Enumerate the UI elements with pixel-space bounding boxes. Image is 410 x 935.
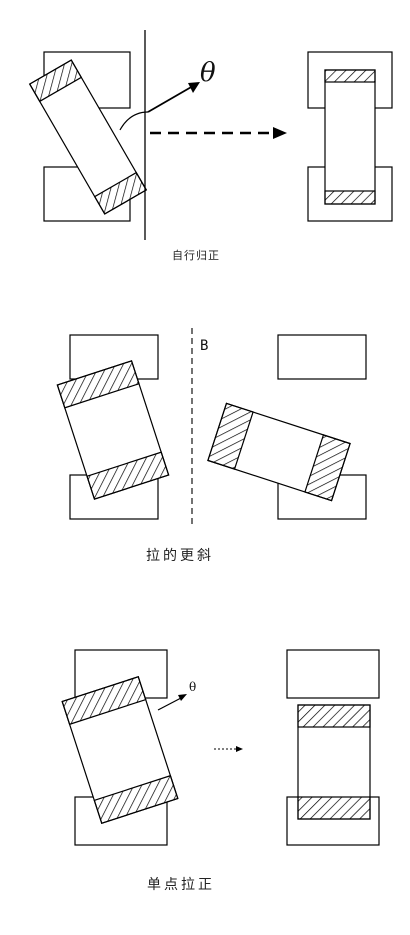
angle-label-theta: θ bbox=[200, 58, 216, 88]
chip-terminal-bottom bbox=[324, 190, 376, 205]
tilted-chip bbox=[28, 59, 148, 215]
angle-arc bbox=[119, 111, 149, 131]
tilted-chip bbox=[207, 402, 351, 502]
aligned-chip bbox=[324, 69, 376, 205]
caption-figure2: 拉的更斜 bbox=[146, 548, 214, 564]
chip-terminal-top bbox=[297, 704, 371, 728]
figure3-left bbox=[61, 649, 243, 846]
chip-terminal-top bbox=[324, 69, 376, 83]
angle-arrow bbox=[147, 85, 194, 113]
caption-figure3: 单点拉正 bbox=[147, 877, 215, 893]
caption-figure1: 自行归正 bbox=[172, 249, 220, 262]
figure2-left bbox=[56, 334, 170, 520]
chip-terminal-bottom bbox=[297, 796, 371, 820]
angle-arrowhead bbox=[188, 82, 200, 93]
transition-arrowhead bbox=[273, 127, 287, 139]
tilted-chip bbox=[56, 360, 170, 500]
figure2-right bbox=[207, 334, 367, 520]
figure3-right bbox=[286, 649, 380, 846]
tilted-chip bbox=[61, 676, 179, 824]
pad-top-right bbox=[286, 649, 380, 699]
pad-top-right bbox=[277, 334, 367, 380]
transition-arrowhead bbox=[236, 746, 243, 752]
pull-arrowhead bbox=[178, 694, 187, 701]
figure1-right bbox=[307, 51, 393, 222]
line-label-b: B bbox=[200, 338, 209, 354]
angle-label-theta: θ bbox=[189, 680, 197, 694]
pull-arrow bbox=[157, 697, 182, 711]
figure1-left bbox=[28, 30, 287, 240]
